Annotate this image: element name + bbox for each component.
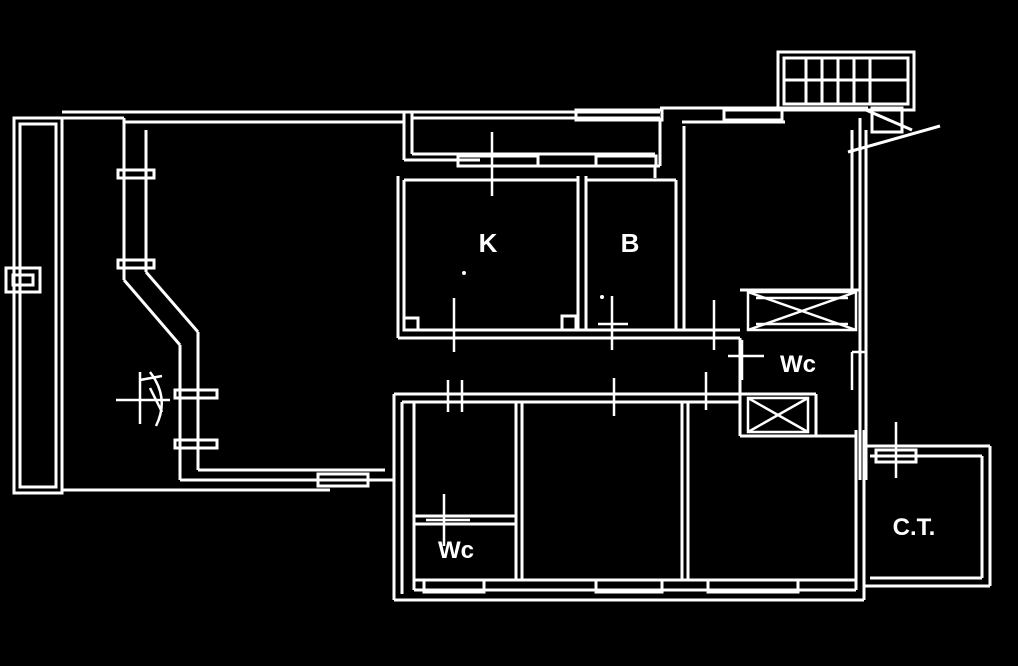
shaft-upper — [746, 290, 858, 332]
technical-room-label: C.T. — [893, 514, 936, 541]
kitchen-bath-block — [396, 118, 740, 340]
living-room-right-wall — [402, 112, 660, 168]
plan-dots — [462, 271, 604, 299]
kitchen-label: K — [479, 228, 498, 258]
stair-block — [776, 50, 941, 154]
central-wc-block — [738, 288, 860, 438]
shaft-lower — [746, 396, 810, 434]
living-room-inner-wall — [116, 118, 395, 488]
upper-right-room — [785, 106, 868, 480]
wc-upper-label: Wc — [780, 351, 816, 378]
outer-walls — [4, 50, 992, 602]
technical-room-walls — [864, 444, 992, 588]
room-labels: K B Wc Wc C.T. — [438, 228, 935, 564]
wc-lower-label: Wc — [438, 537, 474, 564]
lower-block-walls — [392, 392, 866, 602]
door-markers — [426, 132, 898, 546]
top-wall — [62, 106, 785, 124]
bathroom-label: B — [621, 228, 640, 258]
entrance-door-icon — [116, 371, 170, 427]
left-loggia-walls — [4, 116, 330, 495]
lower-wc-room — [414, 514, 516, 526]
